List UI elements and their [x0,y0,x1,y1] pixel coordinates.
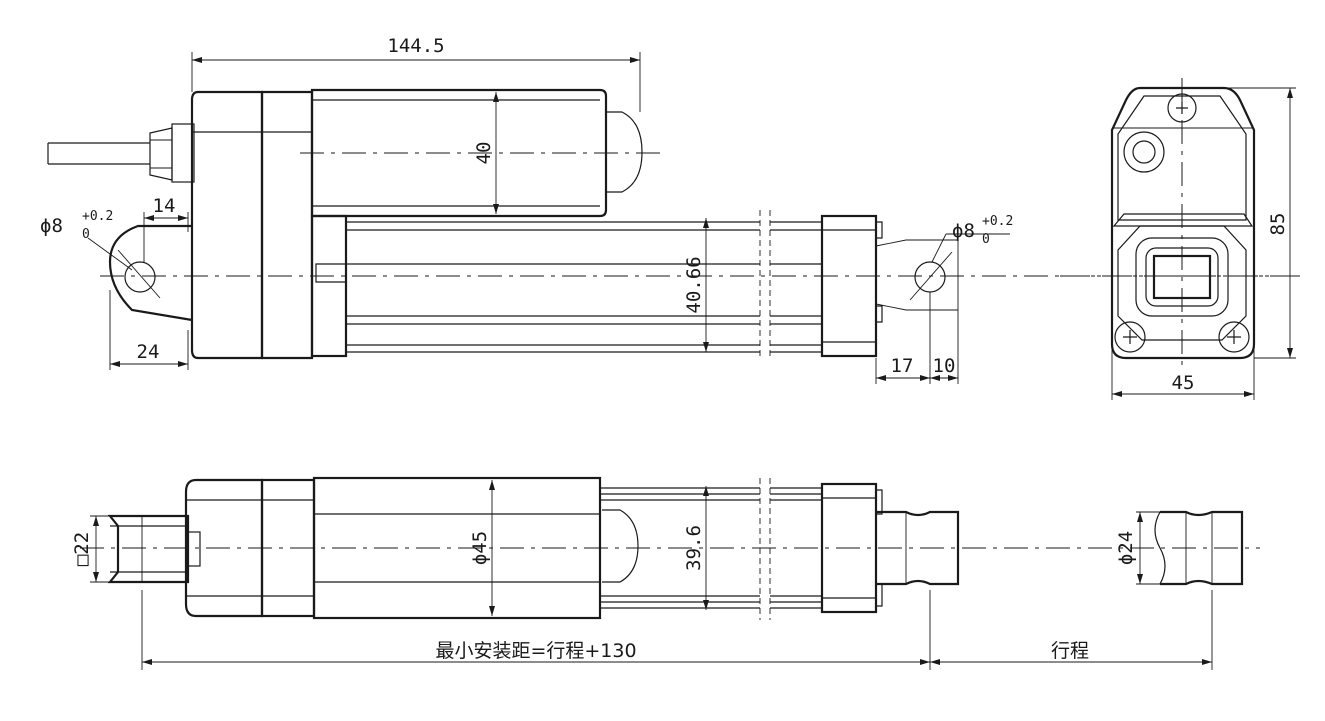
side-view: 144.5 40 40.66 ϕ8 +0.2 0 14 24 [40,35,1300,384]
label-end-height: 85 [1267,213,1289,236]
body-top [312,476,602,620]
label-rod-end-diameter: ϕ24 [1115,531,1137,565]
label-rear-hole-tol-upper: +0.2 [82,209,113,224]
front-cap [820,214,883,358]
dim-rear-width: 24 [109,290,189,370]
label-min-install: 最小安装距=行程+130 [435,640,636,662]
label-rod-height: 40.66 [683,256,705,313]
tube [310,210,822,360]
dim-length-total: 144.5 [191,35,641,112]
dim-end-height: 85 [1226,87,1296,359]
motor [300,88,660,218]
label-motor-height: 40 [473,142,495,165]
label-square: □22 [71,532,93,566]
dim-body-diameter: ϕ45 [469,480,495,616]
label-rear-hole-tol-lower: 0 [82,227,90,242]
rear-clevis [108,224,193,322]
label-front-hole: ϕ8 [952,220,975,242]
front-cap-top [820,482,883,614]
rod-end-detail [1154,510,1244,586]
label-rear-hole: ϕ8 [40,215,63,237]
dim-square: □22 [71,515,118,583]
dim-end-width: 45 [1111,344,1255,400]
rod-end-top [876,510,960,586]
label-body-diameter: ϕ45 [469,531,491,565]
tube-top [600,478,822,620]
dim-rear-offset: 14 [143,195,189,262]
dim-rod-end-diameter: ϕ24 [1115,511,1160,585]
dim-min-install: 最小安装距=行程+130 [141,590,931,670]
label-front-hole-tol-lower: 0 [982,232,990,247]
label-rear-width: 24 [137,341,160,363]
label-rear-offset: 14 [153,195,176,217]
label-front-hole-tol-upper: +0.2 [982,214,1013,229]
label-front-offset: 17 [891,355,914,377]
dim-rod-height: 40.66 [683,218,709,352]
dim-tube-height: 39.6 [683,486,709,610]
label-front-width: 10 [933,355,956,377]
label-stroke: 行程 [1051,640,1089,662]
housing-top [184,478,316,618]
label-tube-height: 39.6 [683,525,705,571]
dim-motor-height: 40 [473,92,499,214]
cable [47,123,195,183]
rear-housing [190,90,314,360]
front-clevis [875,239,959,311]
end-view: 85 45 [1060,78,1300,400]
top-view: □22 ϕ45 39.6 ϕ24 最小安装距=行程+130 行程 [71,476,1260,670]
dim-rear-hole: ϕ8 +0.2 0 [40,209,133,271]
label-end-width: 45 [1172,372,1195,394]
dim-front-hole: ϕ8 +0.2 0 [931,214,1013,263]
dim-stroke: 行程 [930,590,1213,670]
dim-front-offsets: 17 10 [875,292,959,384]
label-length-total: 144.5 [387,35,444,57]
